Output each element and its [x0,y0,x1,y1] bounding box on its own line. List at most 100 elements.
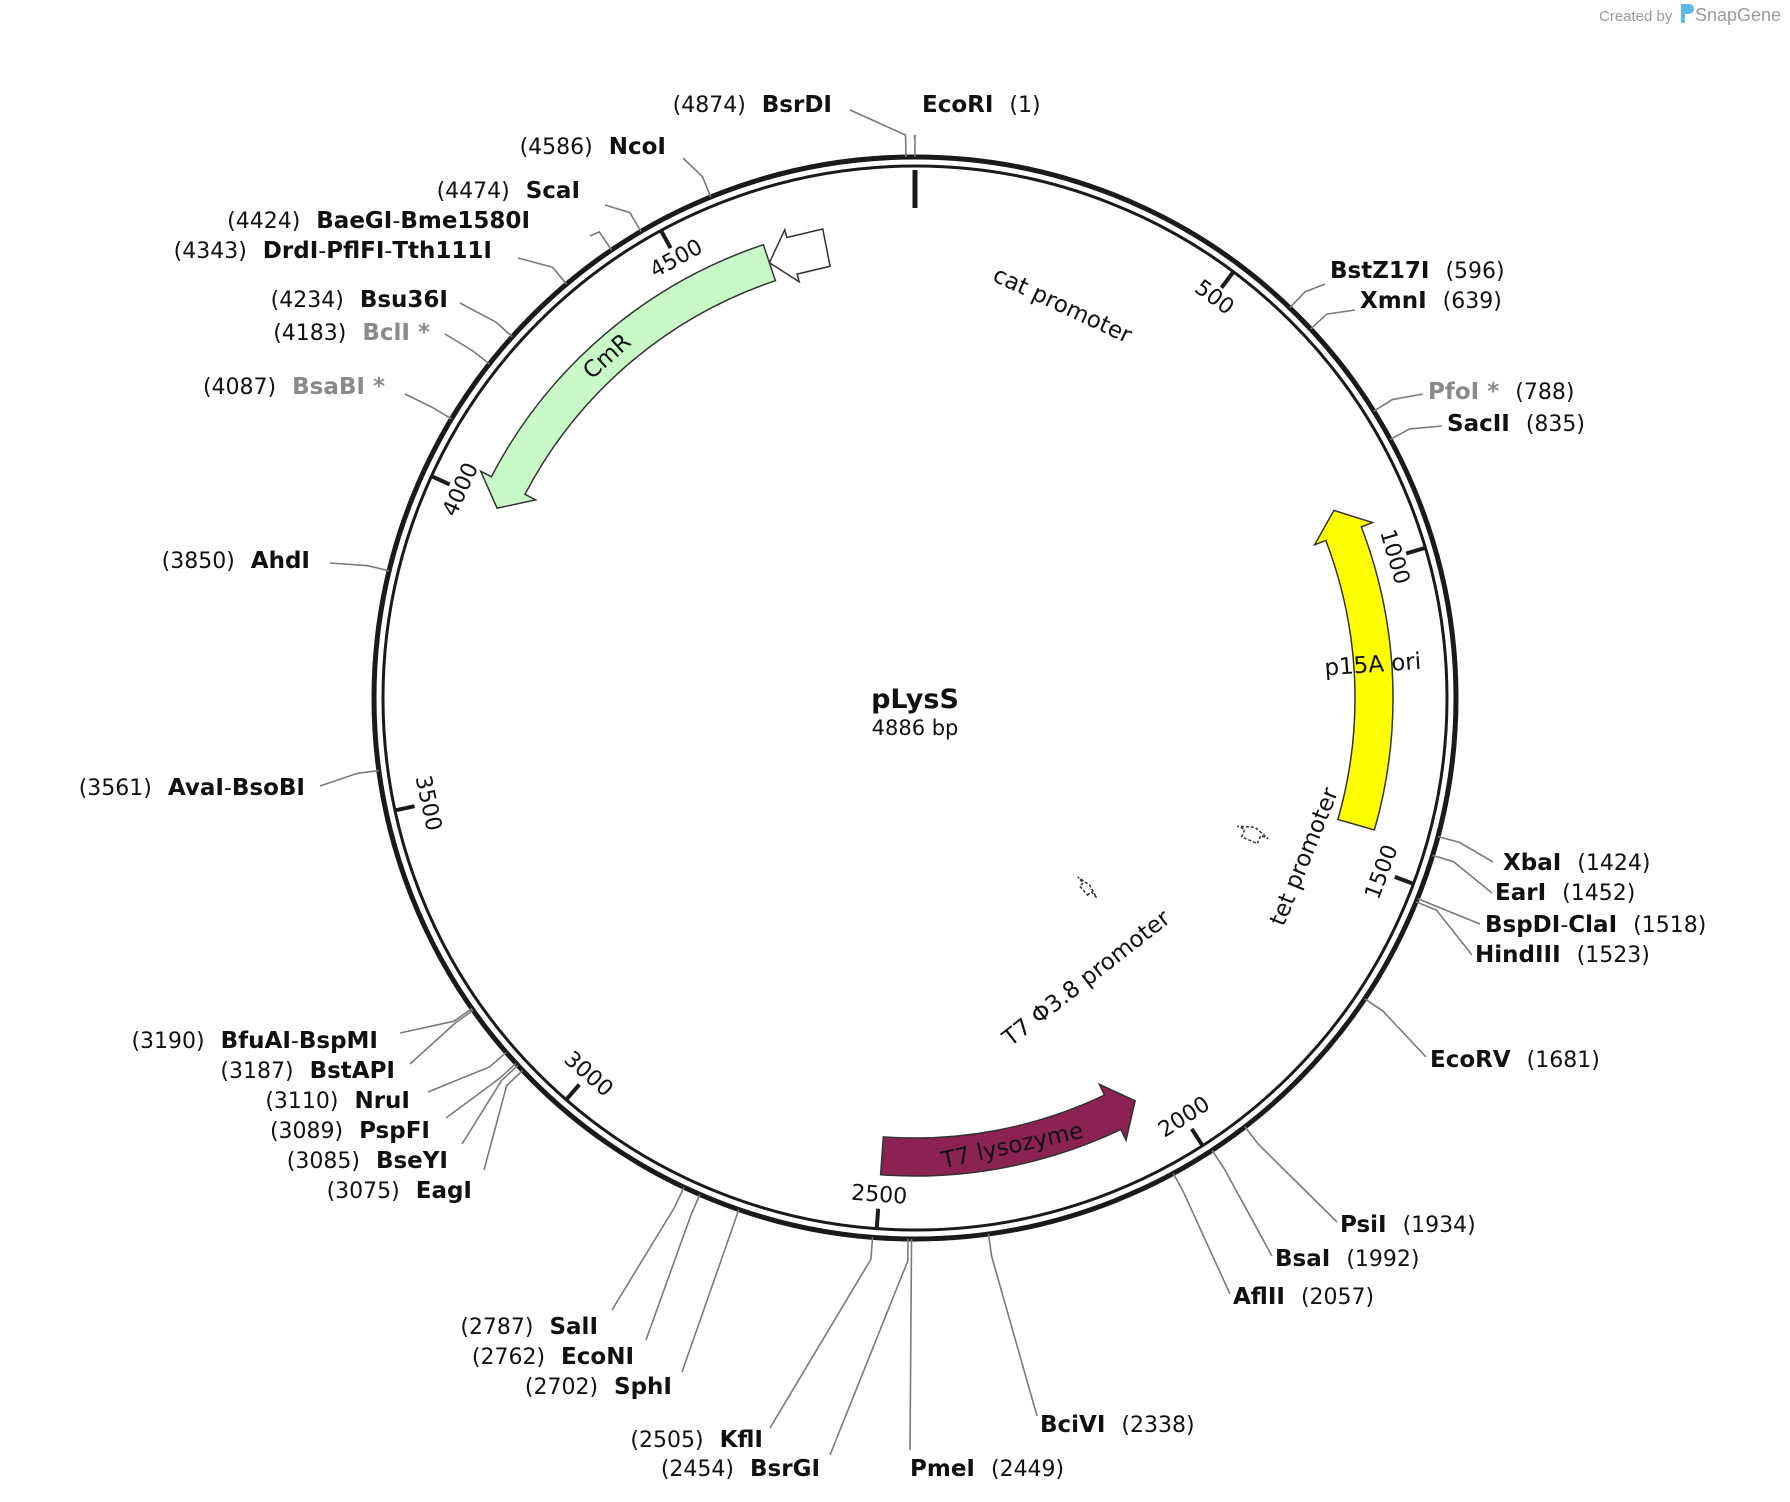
feature-arrow-cat-promoter[interactable] [768,227,831,284]
feature-t7-lysozyme[interactable]: T7 lysozyme [879,1082,1137,1177]
leader-hindiii [1415,901,1473,956]
site-kfli[interactable]: (2505) KflI [630,1427,763,1453]
site-pspfi[interactable]: (3089)PspFI [270,1118,430,1144]
site-scai[interactable]: (4474)ScaI [437,178,580,204]
leader-eagi [483,1069,524,1171]
site-name: Bme1580I [400,208,530,234]
site-name: PsiI [1340,1212,1387,1238]
site-position: (4586) [520,135,593,160]
tick-label-3500: 3500 [410,773,446,833]
site-bsrgi[interactable]: (2454)BsrGI [661,1456,820,1482]
tick-3000 [565,1083,581,1101]
site-bspdi-clai[interactable]: BspDI - ClaI(1518) [1485,912,1706,938]
site-xmni[interactable]: XmnI(639) [1360,288,1502,314]
site-name: PfoI * [1428,379,1499,405]
leader-bstz17i [1289,283,1326,309]
site-name: Tth111I [392,238,492,264]
site-position: (4234) [271,288,344,313]
site-hindiii[interactable]: HindIII(1523) [1475,942,1650,968]
leader-xmni [1310,309,1356,330]
site-name: SphI [614,1374,672,1400]
leader-pmei [909,1238,913,1451]
site-psii[interactable]: PsiI(1934) [1340,1212,1476,1238]
leader-sali [611,1186,685,1311]
site-name: BfuAI [221,1028,291,1054]
site-name: SalI [549,1314,598,1340]
site-name: BsrGI [750,1456,820,1482]
tick-4500 [659,230,673,250]
site-position: (639) [1443,289,1502,314]
site-sphi[interactable]: (2702)SphI [525,1374,672,1400]
leader-bsabi [404,393,452,420]
feature-label-p15a-ori: p15A ori [1324,649,1422,682]
site-name: NruI [354,1088,410,1114]
feature-cat-promoter[interactable]: cat promoter [768,227,1136,349]
leader-aflii [1172,1172,1231,1295]
leader-bcli [444,333,490,365]
site-pmei[interactable]: PmeI(2449) [910,1456,1064,1482]
tick-1000 [1405,546,1425,556]
site-bcli[interactable]: (4183)BclI * [273,320,430,346]
site-pfoi[interactable]: PfoI * (788) [1428,379,1574,405]
site-name: PflFI [326,238,384,264]
site-name: BseYI [376,1148,448,1174]
site-bcivi[interactable]: BciVI(2338) [1040,1412,1195,1438]
site-name: EcoRI [922,92,993,118]
site-baegi-bme1580i[interactable]: (4424)BaeGI - Bme1580I [227,208,530,234]
feature-arrow-t7-3-8-promoter[interactable] [1077,876,1098,899]
site-avai-bsobi[interactable]: (3561)AvaI - BsoBI [79,775,305,801]
feature-arrow-t7-lysozyme[interactable] [879,1082,1137,1177]
leader-drdi-pflfi-tth111i [517,257,568,285]
site-ecori[interactable]: EcoRI(1) [922,92,1041,118]
site-name: EarI [1495,880,1546,906]
site-ncoi[interactable]: (4586)NcoI [520,134,666,160]
site-position: (3110) [265,1089,338,1114]
site-xbai[interactable]: XbaI(1424) [1503,850,1650,876]
site-position: (788) [1515,380,1574,405]
site-bsu36i[interactable]: (4234) Bsu36I [271,287,448,313]
site-nrui[interactable]: (3110) NruI [265,1088,410,1114]
site-bseyi[interactable]: (3085)BseYI [287,1148,448,1174]
center-label: pLysS 4886 bp [871,684,959,740]
site-ecorv[interactable]: EcoRV(1681) [1430,1047,1600,1073]
site-position: (1424) [1577,851,1650,876]
site-eari[interactable]: EarI(1452) [1495,880,1635,906]
site-sali[interactable]: (2787)SalI [460,1314,598,1340]
leader-kfli [769,1237,874,1429]
site-name: Bsu36I [360,287,448,313]
feature-p15a-ori[interactable]: p15A ori [1312,509,1422,831]
site-separator: - [318,239,326,264]
leader-avai-bsobi [319,769,379,787]
site-name: KflI [720,1427,763,1453]
site-econi[interactable]: (2762)EcoNI [472,1344,634,1370]
feature-tet-promoter[interactable]: tet promoter [1237,784,1344,930]
leader-bsai [1211,1149,1273,1257]
leader-econi [645,1194,701,1341]
feature-arrow-cmr[interactable] [479,243,777,510]
feature-arrow-tet-promoter[interactable] [1237,825,1269,845]
site-position: (4343) [174,239,247,264]
site-bstz17i[interactable]: BstZ17I(596) [1330,258,1505,284]
feature-arrow-p15a-ori[interactable] [1312,509,1394,831]
site-bstapi[interactable]: (3187)BstAPI [220,1058,395,1084]
site-bfuai-bspmi[interactable]: (3190)BfuAI - BspMI [131,1028,378,1054]
site-position: (2338) [1121,1413,1194,1438]
site-bsabi[interactable]: (4087)BsaBI * [203,374,385,400]
site-drdi-pflfi-tth111i[interactable]: (4343)DrdI - PflFI - Tth111I [174,238,492,264]
tick-label-2000: 2000 [1154,1092,1215,1143]
site-sacii[interactable]: SacII(835) [1447,411,1585,437]
site-aflii[interactable]: AflII(2057) [1233,1284,1374,1310]
leader-scai [604,204,642,232]
site-position: (3187) [220,1059,293,1084]
site-bsrdi[interactable]: (4874)BsrDI [673,92,832,118]
site-ahdi[interactable]: (3850)AhdI [162,548,310,574]
feature-label-tet-promoter: tet promoter [1265,784,1344,930]
site-bsai[interactable]: BsaI(1992) [1275,1246,1419,1272]
feature-t7-3-8-promoter[interactable]: T7 Φ3.8 promoter [997,876,1176,1052]
site-name: AvaI [168,775,224,801]
site-position: (2505) [630,1428,703,1453]
feature-cmr[interactable]: CmR [479,243,777,510]
tick-label-1500: 1500 [1361,842,1404,903]
site-eagi[interactable]: (3075)EagI [327,1178,472,1204]
tick-1500 [1394,874,1414,886]
